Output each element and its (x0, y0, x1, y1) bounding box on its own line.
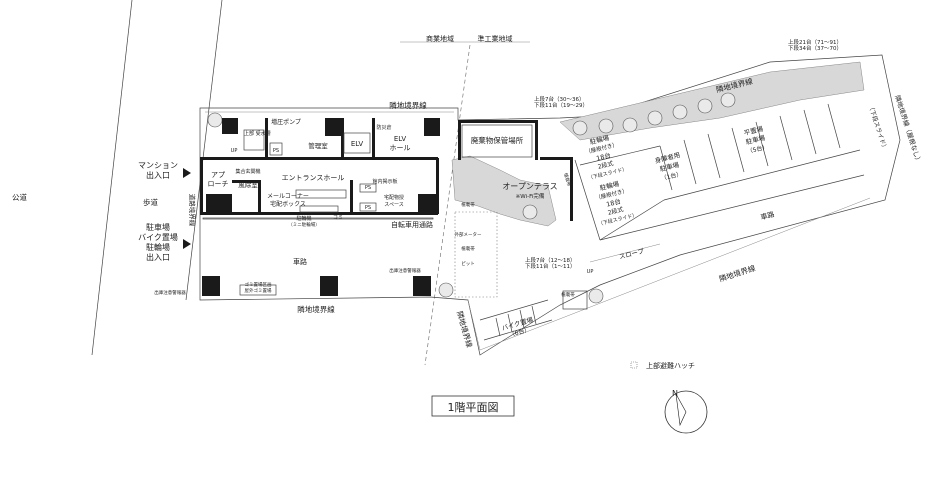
boundary-right-sub: （下段スライド） (867, 103, 889, 151)
room-gas-2: 屋外ゴミ置場 (245, 287, 272, 294)
plan-title: 1階平面図 (448, 400, 499, 414)
building-walls (200, 118, 573, 296)
room-water: 上部 受水槽 (244, 130, 271, 137)
room-planting-4: 植栽帯 (561, 291, 575, 298)
bike-parking-1-type: 2段式 (597, 159, 614, 171)
hatch-icon (630, 361, 638, 369)
room-traffic-left: 出庫注意警報器 (154, 289, 186, 296)
room-disaster: 防災倉 (376, 124, 391, 131)
parking-entrance-1: 駐車場 (146, 222, 170, 232)
open-terrace-area (451, 155, 557, 227)
room-delivery: 宅配ボックス (270, 200, 306, 208)
public-road-label: 公道 (12, 192, 27, 202)
room-traffic-right: 出庫注意警報器 (389, 267, 421, 274)
zoning-labels: 商業地域 準工業地域 (426, 34, 513, 43)
room-ps3: PS (365, 205, 371, 211)
room-mail: メールコーナー (267, 193, 309, 200)
up-label-1: UP (587, 269, 594, 275)
north-arrow-icon: N (664, 389, 708, 434)
room-bike-storage: 駐輪機 (296, 215, 311, 222)
bike-parking-2-count: 18台 (605, 196, 622, 208)
parking-arrow-icon (183, 239, 191, 249)
count-upper-mid-2: 下段11台（19〜29） (534, 101, 588, 109)
room-bike-storage-sub: （ミニ駐輪場） (288, 221, 320, 228)
bike-parking-1-count: 18台 (595, 150, 612, 162)
mansion-entrance-2: 出入口 (146, 170, 170, 180)
sidewalk-label: 歩道 (143, 197, 158, 207)
room-delivery-space-2: スペース (384, 202, 403, 208)
room-bicycle-path: 自転車用通路 (391, 220, 433, 229)
bike-parking-2-type: 2段式 (607, 205, 624, 217)
mansion-arrow-icon (183, 168, 191, 178)
room-trash: 廃棄物保管場所 (471, 135, 524, 145)
room-pit: ピット (461, 261, 475, 267)
room-roadway-left: 車路 (293, 257, 307, 266)
slope-label: スロープ (618, 247, 645, 261)
mansion-entrance-1: マンション (138, 161, 178, 170)
floor-counts: 上段21台（71〜91） 下段34台（37〜70） 上段7台（30〜36） 下段… (525, 38, 842, 270)
room-planting-1: 植栽帯 (461, 201, 475, 208)
boundary-top: 隣地境界線 (389, 100, 427, 110)
zoning-commercial: 商業地域 (426, 34, 454, 43)
parking-entrance-4: 出入口 (146, 252, 170, 262)
room-ps2: PS (365, 185, 371, 191)
room-elv: ELV (351, 140, 364, 148)
room-open-terrace: オープンテラス (502, 182, 557, 191)
room-planting-3: 植栽帯 (461, 245, 475, 252)
zoning-industrial: 準工業地域 (478, 34, 513, 43)
room-delivery-space-1: 宅配物授 (384, 194, 404, 201)
boundary-bottom-diag: 隣地境界線 (718, 262, 757, 283)
room-pump: 増圧ポンプ (271, 118, 301, 126)
legend-hatch-label: 上部避難ハッチ (646, 361, 695, 370)
count-lower-mid-1: 上段7台（12〜18） (525, 256, 576, 264)
room-garbage: ゴミ (333, 214, 343, 221)
site-outline (199, 54, 901, 356)
partitions (202, 124, 588, 310)
room-elv-hall-2: ホール (390, 144, 411, 152)
boundary-road-left: 道路境界線 (188, 194, 197, 227)
room-outdoor-meter: 外部メーター (455, 231, 482, 238)
room-approach-2: ローチ (208, 180, 229, 188)
count-upper-mid-1: 上段7台（30〜36） (534, 95, 585, 103)
room-collective: 集合玄関機 (235, 168, 260, 175)
up-label-2: UP (231, 148, 238, 154)
north-label: N (672, 389, 678, 398)
room-elv-hall-1: ELV (394, 135, 407, 143)
room-planting-2: 植栽帯 (562, 172, 573, 187)
room-open-terrace-sub: ※Wi-Fi完備 (516, 192, 545, 200)
room-entrance-hall: エントランスホール (282, 174, 345, 182)
parking-entrance-2: バイク置場 (138, 232, 178, 242)
count-top-right-1: 上段21台（71〜91） (788, 38, 842, 46)
room-windbreak: 風除室 (238, 180, 258, 189)
room-labels: 増圧ポンプ 上部 受水槽 管理室 PS PS PS ELV ELV ホール 防災… (154, 118, 775, 298)
room-notice: 館内掲示板 (372, 178, 397, 185)
context-lines (91, 0, 530, 366)
boundary-bottom: 隣地境界線 (297, 304, 335, 314)
room-roadway-right: 車路 (760, 210, 776, 222)
left-labels: 公道 歩道 マンション 出入口 駐車場 バイク置場 駐輪場 出入口 (12, 161, 191, 262)
room-ps1: PS (273, 148, 279, 154)
plan-title-box: 1階平面図 (431, 395, 515, 417)
parking-stalls (479, 103, 865, 341)
planting-area-top (559, 61, 865, 141)
room-approach-1: アプ (211, 171, 225, 179)
parking-entrance-3: 駐輪場 (146, 242, 170, 252)
count-top-right-2: 下段34台（37〜70） (788, 44, 842, 52)
room-mgmt: 管理室 (308, 141, 328, 150)
trees (207, 92, 736, 304)
count-lower-mid-2: 下段11台（1〜11） (525, 262, 576, 270)
legend: 上部避難ハッチ (630, 361, 695, 370)
room-gas-1: ゴミ置場区画 (245, 281, 272, 288)
